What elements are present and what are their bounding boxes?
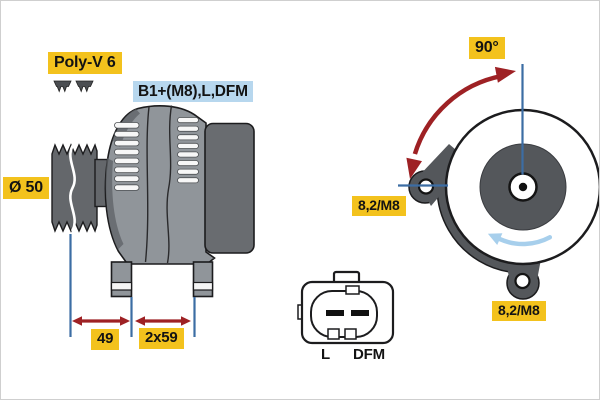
- pulley-break-line: [69, 144, 76, 232]
- polyv-label: Poly-V 6: [48, 52, 122, 74]
- pin-l-label: L: [321, 346, 330, 363]
- lug-hole-bottom: [514, 272, 531, 290]
- angle-90-label: 90°: [469, 37, 505, 59]
- vent-slots-front: [114, 122, 140, 191]
- belt-profile-icons: [53, 80, 94, 93]
- mounting-foot-rear: [192, 261, 214, 298]
- connector-figure: [297, 270, 395, 345]
- dimension-2x59-label: 2x59: [139, 328, 184, 349]
- vent-slots-rear: [177, 117, 199, 184]
- connector-bottom-notch-1: [327, 328, 340, 340]
- dimension-annotations: [69, 234, 196, 337]
- shaft-center-dot: [518, 182, 528, 192]
- angle-90-arrow: [406, 66, 516, 179]
- dimension-arrow-2x59: [135, 316, 191, 326]
- connector-bottom-notch-2: [344, 328, 357, 340]
- side-view-figure: [51, 80, 255, 298]
- pulley: [51, 143, 98, 233]
- rear-cover: [204, 122, 255, 254]
- belt-profile-icon: [53, 80, 72, 93]
- m8-bottom-label: 8,2/M8: [492, 301, 546, 321]
- pin-dfm-label: DFM: [353, 346, 385, 363]
- rear-view-figure: [398, 64, 599, 300]
- dimension-arrow-49: [72, 316, 130, 326]
- housing-contour-front: [144, 106, 150, 263]
- housing-shading-left: [105, 158, 124, 250]
- rotation-arrow: [487, 233, 553, 247]
- m8-left-label: 8,2/M8: [352, 196, 406, 216]
- housing-contour-middle: [166, 105, 173, 264]
- dimension-49-label: 49: [91, 329, 120, 350]
- pulley-diameter-label: Ø 50: [3, 177, 49, 199]
- mounting-foot-front: [110, 261, 133, 298]
- connector-pin-l: [326, 310, 344, 316]
- terminals-label: B1+(M8),L,DFM: [133, 81, 253, 103]
- connector-key: [345, 285, 360, 295]
- belt-profile-icon: [75, 80, 94, 93]
- connector-pin-dfm: [351, 310, 369, 316]
